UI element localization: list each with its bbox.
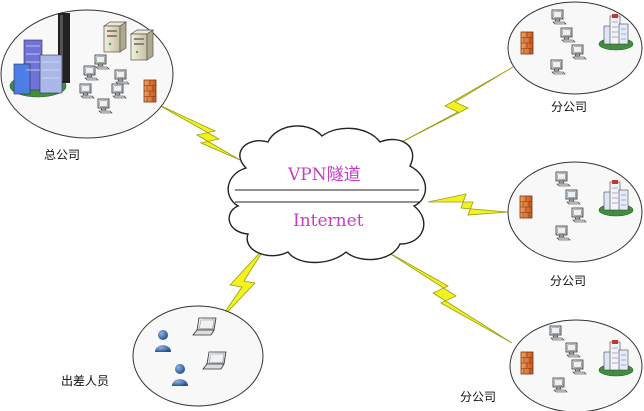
hq-firewall-icon (143, 79, 157, 103)
branch-1-site (507, 1, 643, 95)
link-branch3-to-cloud (385, 250, 513, 344)
link-branch2-to-cloud (427, 193, 509, 216)
hq-server-icon-2 (130, 29, 154, 61)
branch-2-site (507, 161, 643, 263)
branch-3-firewall-icon (520, 351, 534, 375)
branch-2-label: 分公司 (550, 274, 587, 288)
branch-1-firewall-icon (520, 31, 534, 55)
hq-server-icon-1 (103, 21, 127, 53)
internet-label: Internet (293, 211, 364, 231)
branch-3-site (509, 319, 643, 411)
mobile-users-site (132, 305, 264, 407)
internet-cloud (227, 125, 427, 264)
link-hq-to-cloud (156, 103, 241, 161)
branch-3-label: 分公司 (460, 390, 497, 404)
branch-2-firewall-icon (519, 195, 533, 219)
branch-1-label: 分公司 (551, 100, 588, 114)
hq-buildings-icon (9, 13, 70, 98)
hq-label: 总公司 (44, 148, 81, 162)
hq-site (0, 9, 174, 139)
link-branch1-to-cloud (389, 66, 514, 149)
mobile-users-label: 出差人员 (61, 374, 110, 388)
vpn-tunnel-label: VPN隧道 (288, 165, 361, 185)
